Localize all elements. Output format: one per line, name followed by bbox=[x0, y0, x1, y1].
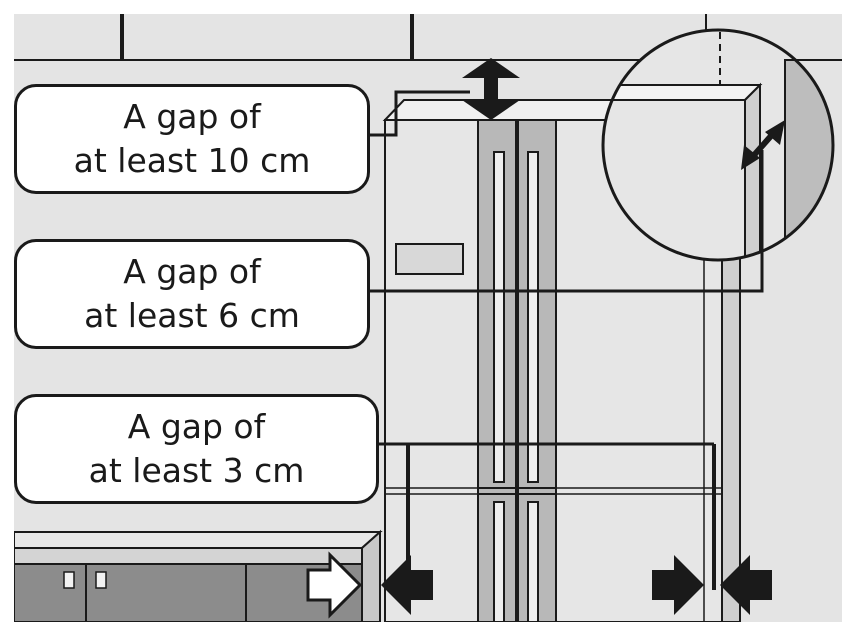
callout-bottom-gap: A gap of at least 3 cm bbox=[14, 394, 379, 504]
cabinet-knob bbox=[95, 571, 107, 589]
arrow-left-icon bbox=[381, 555, 433, 615]
callout-side-gap: A gap of at least 6 cm bbox=[14, 239, 370, 349]
callout-side-line1: A gap of bbox=[123, 252, 261, 291]
callout-top-line2: at least 10 cm bbox=[73, 141, 311, 180]
callout-bottom-line1: A gap of bbox=[127, 407, 266, 446]
control-panel bbox=[395, 243, 464, 275]
callout-bottom-line2: at least 3 cm bbox=[88, 451, 305, 490]
cabinet-knob bbox=[63, 571, 75, 589]
arrow-right-icon bbox=[306, 551, 363, 619]
callout-side-line2: at least 6 cm bbox=[84, 296, 300, 335]
callout-top-line1: A gap of bbox=[123, 97, 261, 136]
arrow-left-icon bbox=[720, 555, 772, 615]
leader-lines bbox=[370, 90, 764, 590]
double-arrow-up-down-icon bbox=[462, 58, 520, 120]
callout-top-gap: A gap of at least 10 cm bbox=[14, 84, 370, 194]
double-arrow-left-right-icon bbox=[741, 120, 785, 170]
arrow-right-icon bbox=[652, 555, 704, 615]
